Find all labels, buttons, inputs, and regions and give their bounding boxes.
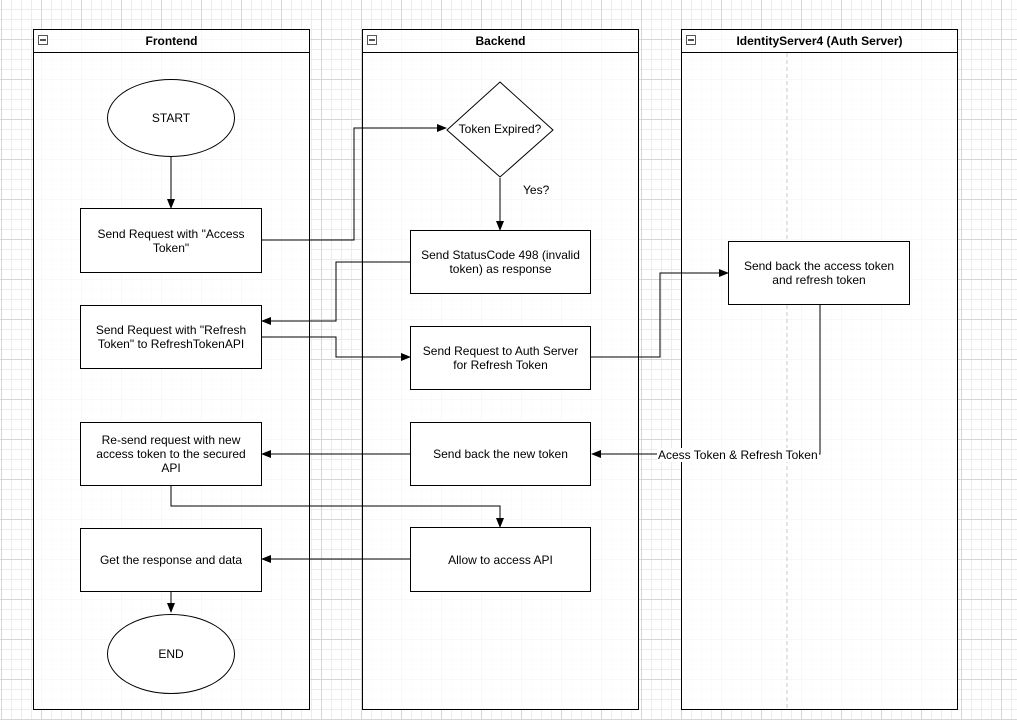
send-refresh-token-node[interactable]: Send Request with "Refresh Token" to Ref… (80, 305, 262, 369)
edge-label-tokens: Acess Token & Refresh Token (657, 448, 819, 462)
lane-title-frontend: Frontend (145, 34, 198, 48)
start-label: START (151, 111, 191, 125)
get-response-node[interactable]: Get the response and data (80, 528, 262, 592)
allow-access-label: Allow to access API (448, 552, 553, 567)
start-node[interactable]: START (107, 79, 235, 157)
status-498-label: Send StatusCode 498 (invalid token) as r… (421, 248, 580, 276)
resend-request-label: Re-send request with new access token to… (96, 433, 246, 475)
get-response-label: Get the response and data (99, 553, 243, 567)
lane-header-auth-server: IdentityServer4 (Auth Server) (682, 30, 957, 53)
token-expired-label: Token Expired? (458, 122, 542, 136)
send-access-token-node[interactable]: Send Request with "Access Token" (80, 208, 262, 273)
send-access-token-label: Send Request with "Access Token" (97, 226, 245, 255)
lane-header-frontend: Frontend (34, 30, 309, 53)
end-label: END (158, 647, 184, 661)
collapse-icon[interactable] (686, 35, 696, 45)
auth-request-label: Send Request to Auth Server for Refresh … (422, 344, 579, 372)
allow-access-node[interactable]: Allow to access API (410, 527, 591, 592)
end-node[interactable]: END (107, 614, 235, 694)
send-refresh-token-label: Send Request with "Refresh Token" to Ref… (95, 323, 247, 351)
auth-request-node[interactable]: Send Request to Auth Server for Refresh … (410, 326, 591, 390)
send-new-token-label: Send back the new token (433, 447, 568, 461)
lane-auth-server[interactable]: IdentityServer4 (Auth Server) (681, 29, 958, 710)
edge-label-yes: Yes? (523, 183, 550, 197)
resend-request-node[interactable]: Re-send request with new access token to… (80, 422, 262, 486)
status-498-node[interactable]: Send StatusCode 498 (invalid token) as r… (410, 230, 591, 294)
collapse-icon[interactable] (38, 35, 48, 45)
send-back-tokens-label: Send back the access token and refresh t… (743, 259, 895, 287)
collapse-icon[interactable] (367, 35, 377, 45)
lane-title-auth-server: IdentityServer4 (Auth Server) (736, 34, 903, 48)
lane-title-backend: Backend (475, 34, 526, 48)
send-new-token-node[interactable]: Send back the new token (410, 422, 591, 486)
send-back-tokens-node[interactable]: Send back the access token and refresh t… (728, 241, 910, 305)
lane-header-backend: Backend (363, 30, 638, 53)
